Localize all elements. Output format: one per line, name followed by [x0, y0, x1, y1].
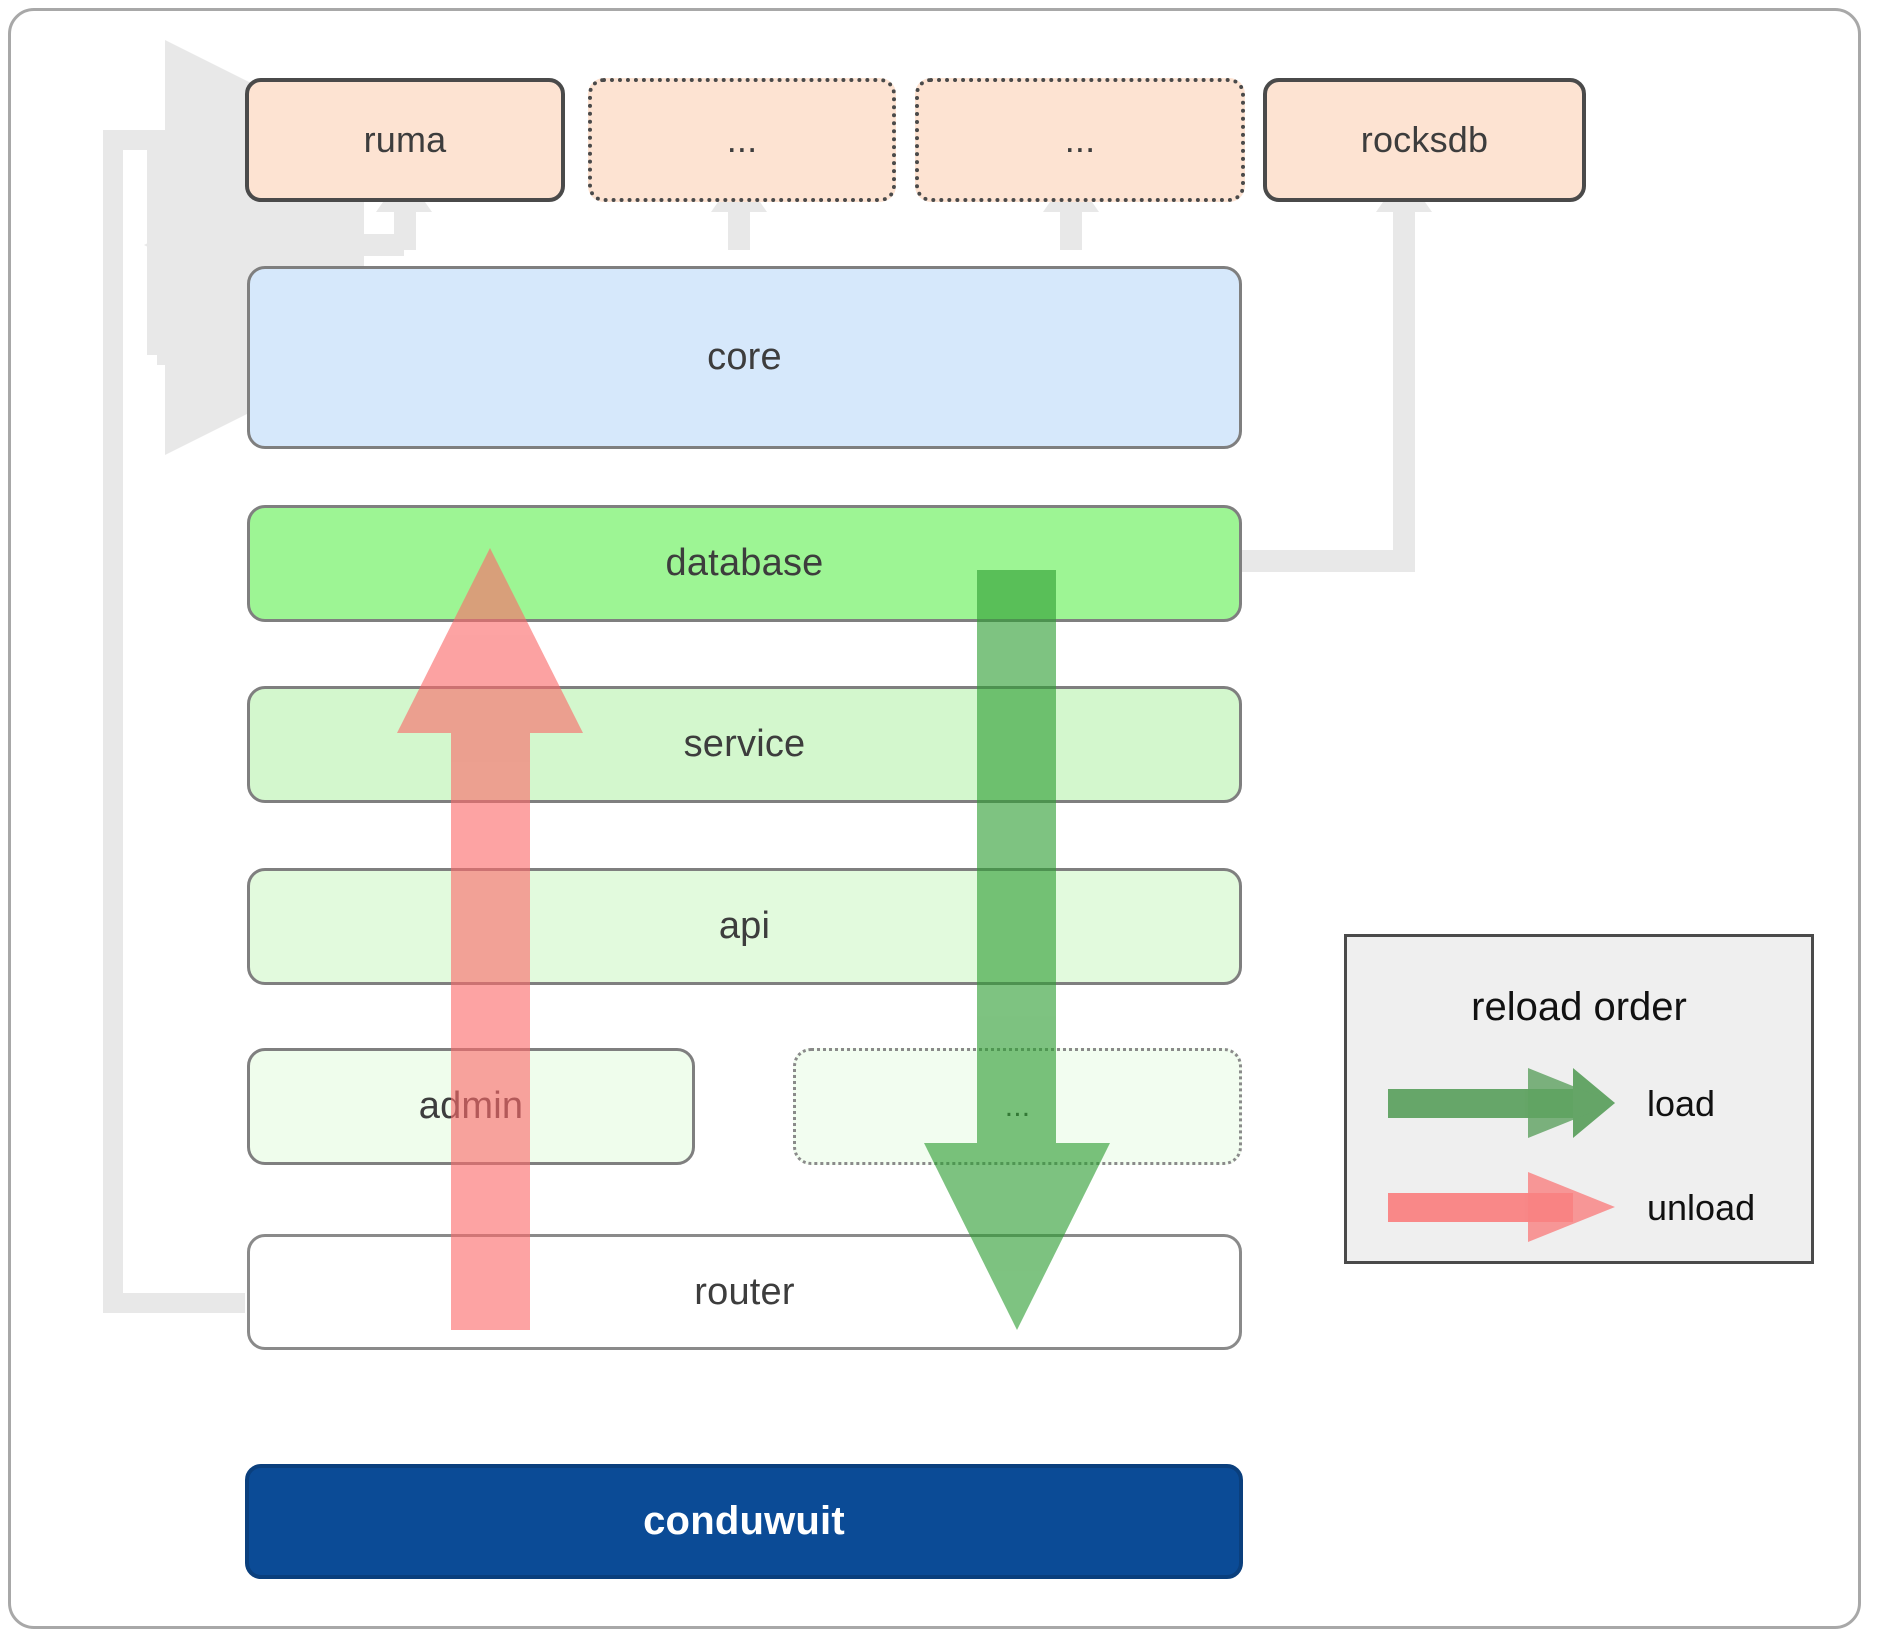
node-layer-ellipsis-label: ... — [1004, 1089, 1031, 1123]
node-ruma[interactable]: ruma — [245, 78, 565, 202]
legend-label-unload: unload — [1647, 1187, 1756, 1228]
node-ellipsis-2[interactable]: ... — [915, 78, 1245, 202]
legend-title: reload order — [1471, 985, 1687, 1029]
node-database-label: database — [665, 542, 824, 584]
node-router[interactable]: router — [247, 1234, 1242, 1350]
node-conduwuit[interactable]: conduwuit — [245, 1464, 1243, 1579]
node-service-label: service — [683, 723, 806, 765]
node-ellipsis-1[interactable]: ... — [588, 78, 896, 202]
node-ruma-label: ruma — [363, 119, 447, 160]
node-api[interactable]: api — [247, 868, 1242, 985]
node-core-label: core — [707, 336, 782, 378]
diagram-frame — [8, 8, 1861, 1629]
legend-arrow-icons — [1388, 1068, 1615, 1242]
legend-unload-arrow-icon — [1388, 1172, 1615, 1242]
legend-label-load: load — [1647, 1083, 1716, 1124]
node-database[interactable]: database — [247, 505, 1242, 622]
legend-load-arrow-icon — [1388, 1068, 1615, 1138]
node-ellipsis-1-label: ... — [726, 119, 758, 160]
node-layer-ellipsis[interactable]: ... — [793, 1048, 1242, 1165]
node-admin-label: admin — [418, 1085, 524, 1127]
node-rocksdb-label: rocksdb — [1360, 119, 1489, 160]
node-service[interactable]: service — [247, 686, 1242, 803]
legend-panel: reload order load unload — [1344, 934, 1814, 1264]
node-ellipsis-2-label: ... — [1064, 119, 1096, 160]
node-router-label: router — [694, 1270, 795, 1313]
node-conduwuit-label: conduwuit — [643, 1499, 845, 1543]
node-core[interactable]: core — [247, 266, 1242, 449]
node-rocksdb[interactable]: rocksdb — [1263, 78, 1586, 202]
node-admin[interactable]: admin — [247, 1048, 695, 1165]
node-api-label: api — [718, 905, 771, 947]
